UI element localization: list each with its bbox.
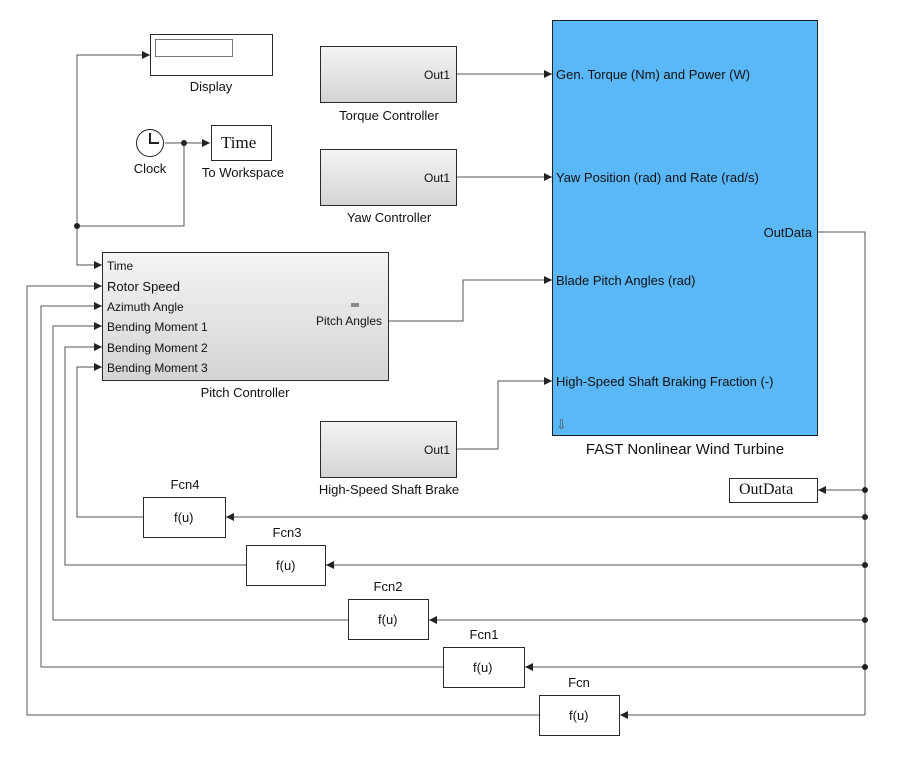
fast-input-brake: High-Speed Shaft Braking Fraction (-) bbox=[556, 374, 774, 389]
clock-icon[interactable] bbox=[136, 129, 164, 157]
pitch-input-bending-1: Bending Moment 1 bbox=[107, 320, 208, 334]
pitch-input-azimuth: Azimuth Angle bbox=[107, 300, 184, 314]
fcn3-to-pitch-line bbox=[64, 343, 246, 566]
branch-point bbox=[862, 617, 868, 623]
pitch-input-bending-3: Bending Moment 3 bbox=[107, 361, 208, 375]
subsystem-icon bbox=[351, 303, 359, 307]
fcn4-expr: f(u) bbox=[174, 510, 194, 525]
torque-controller-label: Torque Controller bbox=[339, 108, 439, 123]
fcn-expr: f(u) bbox=[569, 708, 589, 723]
fcn2-label: Fcn2 bbox=[373, 579, 403, 594]
pitch-controller-block[interactable]: Time Rotor Speed Azimuth Angle Bending M… bbox=[102, 252, 389, 381]
fcn3-expr: f(u) bbox=[276, 558, 296, 573]
pitch-output-port: Pitch Angles bbox=[315, 314, 382, 328]
fcn2-to-pitch-line bbox=[52, 322, 348, 621]
display-label: Display bbox=[189, 79, 233, 94]
branch-point bbox=[74, 223, 80, 229]
hss-brake-block[interactable]: Out1 bbox=[320, 421, 457, 478]
clock-label: Clock bbox=[133, 161, 167, 176]
display-readout bbox=[155, 39, 233, 57]
fast-turbine-block[interactable]: Gen. Torque (Nm) and Power (W) Yaw Posit… bbox=[552, 20, 818, 436]
torque-controller-block[interactable]: Out1 bbox=[320, 46, 457, 103]
fast-output-outdata: OutData bbox=[763, 225, 812, 240]
fcn4-block[interactable]: f(u) bbox=[143, 497, 226, 538]
branch-point bbox=[862, 514, 868, 520]
fcn1-label: Fcn1 bbox=[469, 627, 499, 642]
fcn4-to-pitch-line bbox=[76, 363, 143, 518]
fast-turbine-label: FAST Nonlinear Wind Turbine bbox=[585, 441, 785, 458]
fast-input-yaw: Yaw Position (rad) and Rate (rad/s) bbox=[556, 170, 759, 185]
fcn1-block[interactable]: f(u) bbox=[443, 647, 525, 688]
fcn1-to-pitch-line bbox=[40, 302, 443, 668]
time-to-pitch-line bbox=[76, 226, 102, 269]
branch-point bbox=[862, 562, 868, 568]
yaw-controller-label: Yaw Controller bbox=[346, 210, 432, 225]
pitch-input-time: Time bbox=[107, 259, 134, 273]
fcn3-label: Fcn3 bbox=[272, 525, 302, 540]
fcn2-block[interactable]: f(u) bbox=[348, 599, 429, 640]
clock-branch-line bbox=[77, 143, 185, 227]
fcn2-expr: f(u) bbox=[378, 612, 398, 627]
fast-input-torque: Gen. Torque (Nm) and Power (W) bbox=[556, 67, 751, 82]
torque-out-port: Out1 bbox=[423, 68, 450, 82]
pitch-controller-label: Pitch Controller bbox=[200, 385, 290, 400]
fcn-to-pitch-line bbox=[26, 282, 539, 716]
yaw-out-port: Out1 bbox=[423, 171, 450, 185]
pitch-input-bending-2: Bending Moment 2 bbox=[107, 341, 208, 355]
outdata-bus bbox=[818, 231, 866, 715]
to-workspace-var: Time bbox=[221, 133, 257, 152]
fcn1-expr: f(u) bbox=[473, 660, 493, 675]
time-to-display-line bbox=[76, 51, 150, 226]
to-workspace-block[interactable]: Time bbox=[211, 125, 272, 161]
look-under-mask-icon[interactable]: ⇩ bbox=[556, 417, 567, 432]
hss-brake-label: High-Speed Shaft Brake bbox=[318, 482, 460, 497]
branch-point bbox=[181, 140, 187, 146]
outdata-workspace-block[interactable]: OutData bbox=[729, 478, 818, 503]
pitch-input-rotor-speed: Rotor Speed bbox=[107, 279, 180, 294]
fcn4-label: Fcn4 bbox=[170, 477, 200, 492]
fcn-label: Fcn bbox=[568, 675, 590, 690]
hss-brake-out-port: Out1 bbox=[423, 443, 450, 457]
fcn3-block[interactable]: f(u) bbox=[246, 545, 326, 586]
yaw-controller-block[interactable]: Out1 bbox=[320, 149, 457, 206]
fast-input-pitch: Blade Pitch Angles (rad) bbox=[556, 273, 696, 288]
fcn-block[interactable]: f(u) bbox=[539, 695, 620, 736]
pitch-line bbox=[388, 276, 552, 322]
branch-point bbox=[862, 487, 868, 493]
branch-point bbox=[862, 664, 868, 670]
brake-line bbox=[456, 377, 552, 450]
to-workspace-label: To Workspace bbox=[201, 165, 285, 180]
display-block[interactable] bbox=[150, 34, 273, 76]
outdata-workspace-var: OutData bbox=[739, 481, 794, 498]
